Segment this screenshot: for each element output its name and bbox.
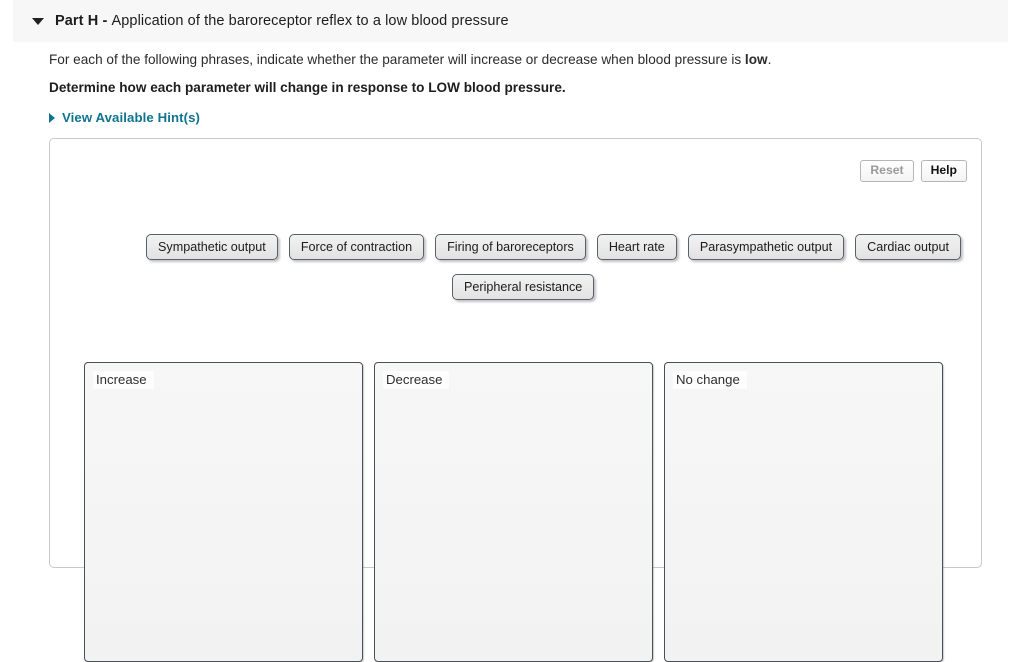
dropzone-label: No change [673, 371, 747, 389]
caret-down-icon [32, 17, 44, 25]
part-separator: - [98, 13, 112, 29]
dropzone-label: Increase [93, 371, 154, 389]
reset-button[interactable]: Reset [860, 160, 914, 183]
question-intro: For each of the following phrases, indic… [49, 50, 989, 109]
panel-toolbar: Reset Help [860, 160, 967, 183]
intro-sentence-emphasis: low [744, 52, 768, 67]
part-title: Part H - Application of the baroreceptor… [55, 13, 509, 29]
draggable-tile[interactable]: Firing of baroreceptors [435, 234, 586, 260]
dropzone-decrease[interactable]: Decrease [374, 362, 653, 662]
dropzone-increase[interactable]: Increase [84, 362, 363, 662]
view-hints-label: View Available Hint(s) [62, 110, 201, 125]
draggable-tile[interactable]: Sympathetic output [146, 234, 278, 260]
view-hints-link[interactable]: View Available Hint(s) [49, 110, 200, 125]
draggable-tile[interactable]: Peripheral resistance [452, 274, 595, 300]
dropzone-container: Increase Decrease No change [84, 362, 980, 662]
draggable-tile[interactable]: Force of contraction [288, 234, 425, 260]
dropzone-label: Decrease [383, 371, 450, 389]
part-header-bar: Part H - Application of the baroreceptor… [13, 0, 1008, 42]
tile-row-1: Sympathetic output Force of contraction … [50, 234, 983, 266]
collapse-toggle-button[interactable] [21, 17, 55, 25]
intro-instruction: Determine how each parameter will change… [49, 79, 566, 95]
draggable-tile[interactable]: Cardiac output [855, 234, 962, 260]
intro-sentence-part1: For each of the following phrases, indic… [49, 52, 745, 67]
part-description: Application of the baroreceptor reflex t… [111, 13, 509, 29]
intro-sentence-part2: . [767, 52, 772, 67]
answer-panel: Reset Help Sympathetic output Force of c… [49, 138, 983, 662]
help-button[interactable]: Help [920, 160, 967, 183]
draggable-tile[interactable]: Heart rate [596, 234, 677, 260]
draggable-tile[interactable]: Parasympathetic output [687, 234, 845, 260]
dropzone-no-change[interactable]: No change [664, 362, 943, 662]
draggable-tile-bank: Sympathetic output Force of contraction … [50, 234, 983, 314]
tile-row-2: Peripheral resistance [50, 274, 983, 306]
part-label: Part H [55, 13, 99, 29]
intro-sentence: For each of the following phrases, indic… [49, 50, 989, 70]
caret-right-icon [49, 112, 55, 123]
question-page: Part H - Application of the baroreceptor… [13, 0, 1008, 662]
